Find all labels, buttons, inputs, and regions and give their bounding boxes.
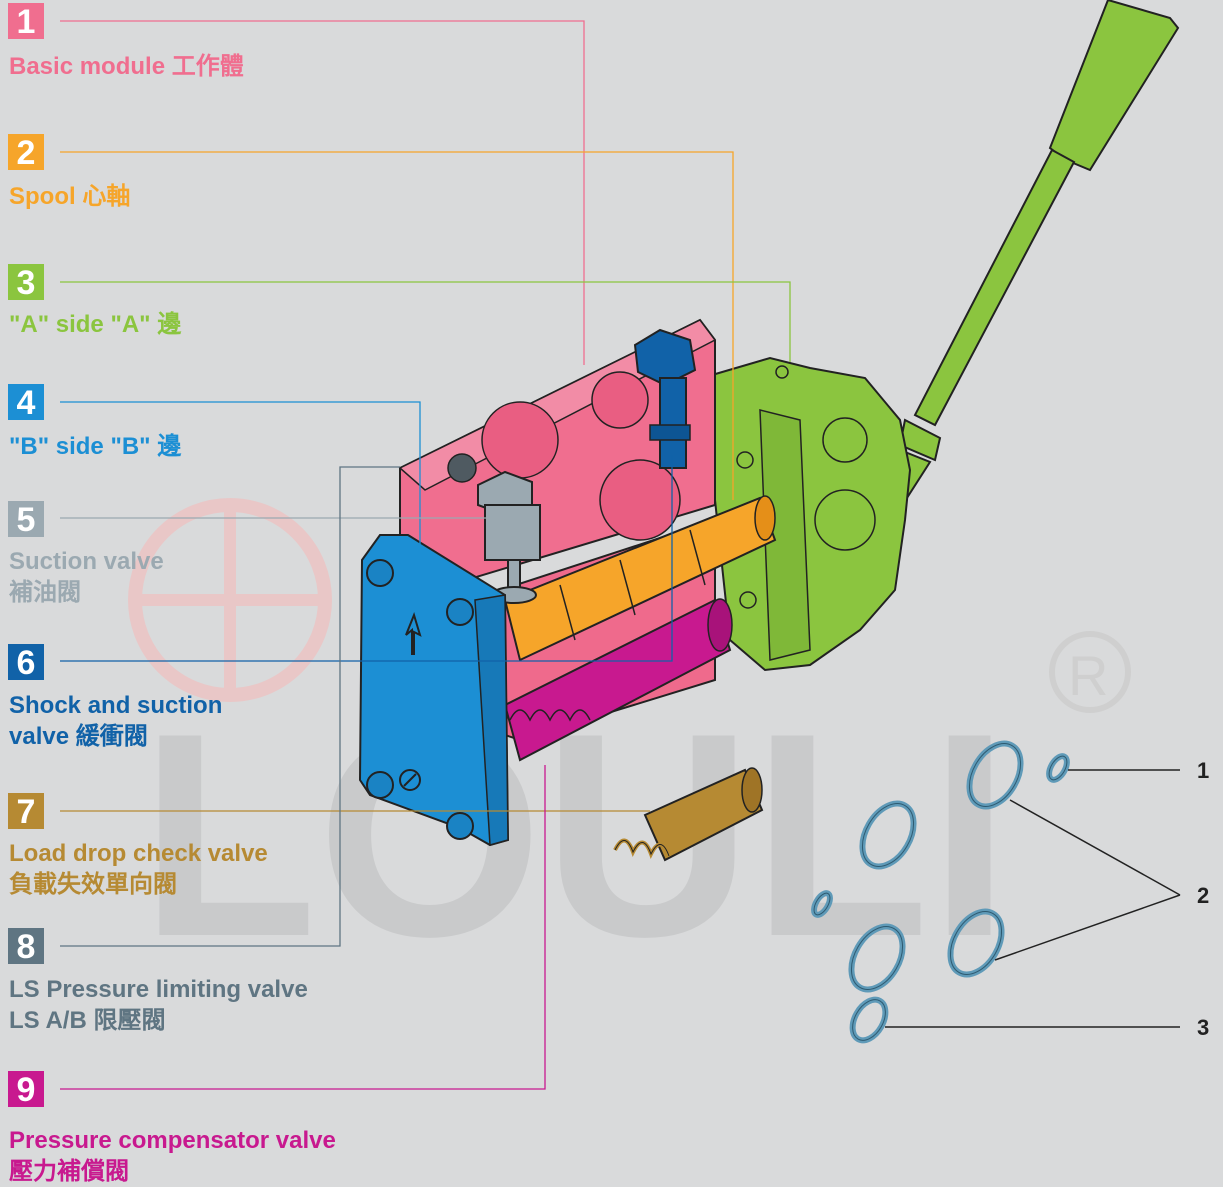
- suction-valve-part: [477, 470, 541, 604]
- component-badge: 4: [8, 384, 44, 422]
- registered-mark: R: [1068, 644, 1108, 707]
- component-label-line2: 負載失效單向閥: [9, 871, 177, 898]
- component-label-line2: valve 緩衝閥: [9, 723, 148, 750]
- component-label-line2: LS A/B 限壓閥: [9, 1007, 166, 1034]
- component-label: Shock and suction valve 緩衝閥: [9, 690, 222, 752]
- component-leader-lines: [60, 20, 791, 1090]
- component-label-line1: Load drop check valve: [9, 840, 268, 867]
- component-label-line1: "A" side "A" 邊: [9, 311, 182, 338]
- seal-leader-lines: [885, 769, 1181, 1028]
- pressure-compensator-part: [503, 598, 733, 762]
- a-side-block: [710, 356, 912, 672]
- component-label: "A" side "A" 邊: [9, 309, 181, 340]
- component-badge: 6: [8, 644, 44, 682]
- component-badge: 8: [8, 928, 44, 966]
- component-label-line2: 補油閥: [9, 579, 81, 606]
- component-label-line1: LS Pressure limiting valve: [9, 976, 308, 1003]
- component-label: LS Pressure limiting valve LS A/B 限壓閥: [9, 974, 308, 1036]
- component-label-line1: "B" side "B" 邊: [9, 433, 182, 460]
- component-label-line1: Suction valve: [9, 548, 164, 575]
- o-rings-outline: [813, 743, 1068, 1041]
- seal-label: 1: [1197, 758, 1210, 783]
- component-label: Suction valve 補油閥: [9, 546, 164, 608]
- component-badge: 7: [8, 793, 44, 831]
- component-label-line1: Shock and suction: [9, 692, 223, 719]
- seal-label: 3: [1197, 1015, 1210, 1040]
- component-label: "B" side "B" 邊: [9, 431, 181, 462]
- component-badge: 3: [8, 264, 44, 302]
- component-label: Load drop check valve 負載失效單向閥: [9, 838, 268, 900]
- component-label-line1: Spool 心軸: [9, 183, 131, 210]
- component-label-line1: Pressure compensator valve: [9, 1127, 336, 1154]
- component-badge: 5: [8, 501, 44, 539]
- spool-part: [503, 495, 777, 662]
- load-drop-check-valve-part: [613, 767, 764, 862]
- o-ring: [849, 996, 889, 1044]
- shock-suction-valve-part: [633, 328, 697, 469]
- component-badge: 9: [8, 1071, 44, 1109]
- component-label: Pressure compensator valve 壓力補償閥: [9, 1125, 336, 1187]
- b-side-cover: [358, 534, 510, 847]
- seal-label: 2: [1197, 883, 1210, 908]
- component-label-line2: 壓力補償閥: [9, 1158, 129, 1185]
- component-label: Spool 心軸: [9, 181, 130, 212]
- component-label: Basic module 工作體: [9, 51, 244, 82]
- component-badge: 2: [8, 134, 44, 172]
- component-label-line1: Basic module 工作體: [9, 53, 244, 80]
- component-badge: 1: [8, 3, 44, 41]
